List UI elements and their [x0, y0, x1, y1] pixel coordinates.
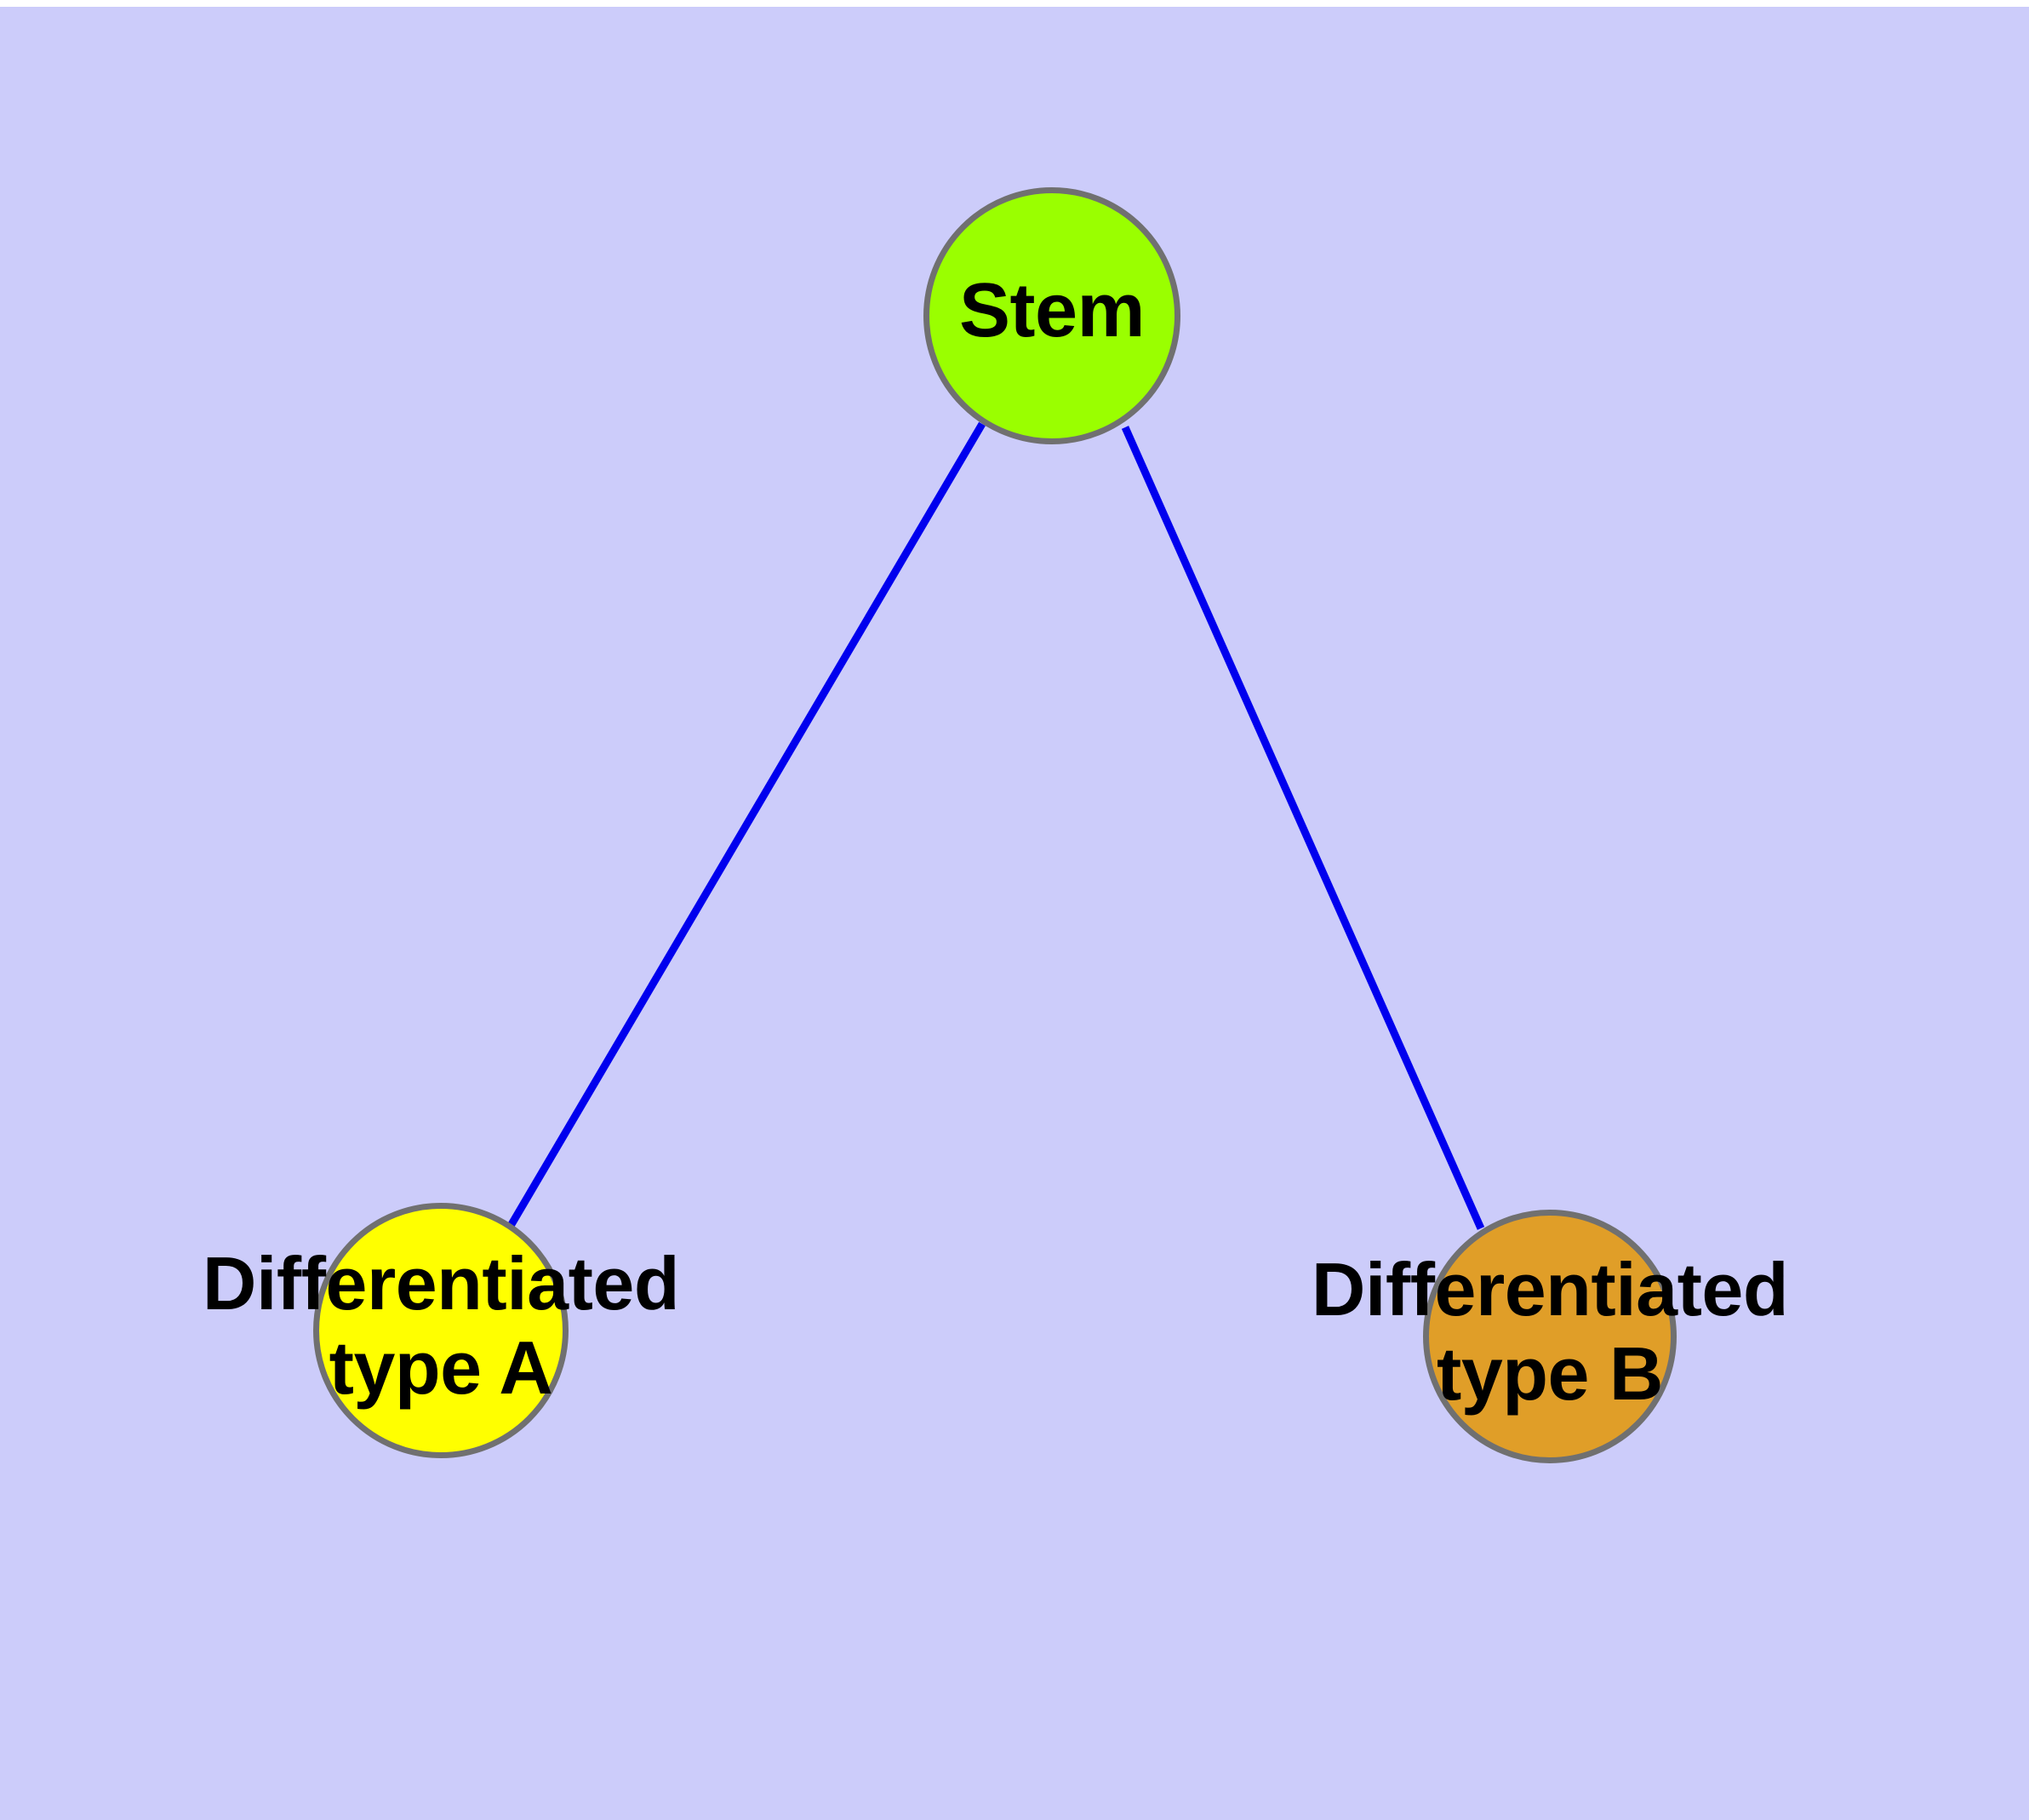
- node-differentiated-type-b[interactable]: [1423, 1210, 1677, 1463]
- node-differentiated-type-a[interactable]: [313, 1203, 569, 1458]
- edge-stem-to-type-b: [1121, 426, 1485, 1230]
- node-stem[interactable]: [923, 187, 1180, 444]
- edge-stem-to-type-a: [507, 421, 986, 1228]
- top-white-strip: [0, 0, 2029, 7]
